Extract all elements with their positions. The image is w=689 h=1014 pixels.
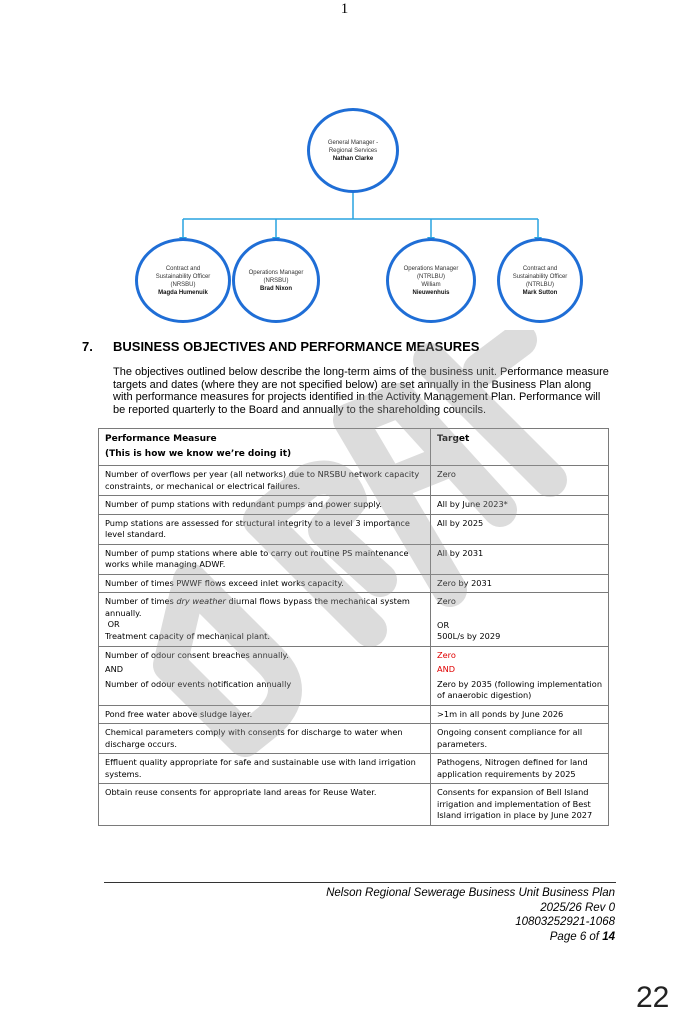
org-node-role: Operations Manager (NRSBU): [248, 269, 304, 284]
header-measure: Performance Measure: [105, 434, 217, 444]
org-node-role: Contract and Sustainability Officer (NTR…: [512, 265, 568, 288]
measure-text: Number of odour consent breaches annuall…: [105, 649, 289, 660]
org-node-contract-officer-ntrlbu: Contract and Sustainability Officer (NTR…: [497, 238, 583, 323]
footer-page-of: of: [586, 930, 603, 943]
measure-emphasis: dry weather: [176, 596, 226, 606]
performance-measures-table: Performance Measure (This is how we know…: [98, 428, 609, 826]
org-node-general-manager: General Manager - Regional Services Nath…: [307, 108, 399, 193]
org-node-role: General Manager - Regional Services: [327, 139, 379, 154]
measure-cell: Number of odour consent breaches annuall…: [98, 645, 431, 706]
target-text: Zero: [437, 596, 456, 606]
org-node-name: Nathan Clarke: [332, 155, 374, 162]
target-cell: Consents for expansion of Bell Island ir…: [430, 783, 609, 826]
org-node-name: Magda Humenuik: [158, 289, 208, 296]
header-target-cell: Target: [430, 428, 609, 466]
header-measure-sub: (This is how we know we’re doing it): [105, 449, 292, 459]
header-target: Target: [437, 434, 470, 444]
measure-cell: Number of times dry weather diurnal flow…: [98, 592, 431, 647]
measure-text: diurnal flows bypass the mechanical syst…: [105, 596, 410, 618]
table-row: Pump stations are assessed for structura…: [98, 513, 609, 545]
org-node-name: Mark Sutton: [522, 289, 558, 296]
org-node-operations-manager-nrsbu: Operations Manager (NRSBU) Brad Nixon: [232, 238, 320, 323]
target-or: OR: [437, 619, 450, 630]
measure-cell: Obtain reuse consents for appropriate la…: [98, 783, 431, 826]
target-cell: Zero: [430, 465, 609, 496]
measure-or: OR: [105, 619, 120, 629]
corner-page-fragment: 22: [636, 981, 670, 1014]
measure-cell: Number of pump stations where able to ca…: [98, 543, 431, 575]
target-cell: Zero by 2031: [430, 573, 609, 593]
target-text-red: Zero: [437, 649, 456, 660]
footer: Nelson Regional Sewerage Business Unit B…: [240, 886, 615, 944]
table-row: Effluent quality appropriate for safe an…: [98, 753, 609, 784]
table-row: Pond free water above sludge layer. >1m …: [98, 704, 609, 724]
measure-and: AND: [105, 664, 124, 674]
measure-text: Number of times: [105, 596, 177, 606]
section-title: BUSINESS OBJECTIVES AND PERFORMANCE MEAS…: [113, 339, 480, 354]
measure-cell: Effluent quality appropriate for safe an…: [98, 753, 431, 784]
header-measure-cell: Performance Measure (This is how we know…: [98, 428, 431, 466]
footer-page-prefix: Page: [549, 930, 580, 943]
footer-page-current: 6: [579, 930, 587, 943]
target-text: 500L/s by 2029: [437, 631, 501, 641]
measure-cell: Pond free water above sludge layer.: [98, 704, 431, 724]
measure-text: Treatment capacity of mechanical plant.: [105, 630, 270, 641]
table-row: Number of times dry weather diurnal flow…: [98, 592, 609, 647]
footer-page: Page 6 of 14: [240, 930, 615, 945]
footer-doc-id: 10803252921-1068: [515, 916, 615, 928]
footer-revision: 2025/26 Rev 0: [540, 901, 615, 914]
org-node-name: Nieuwenhuis: [412, 289, 450, 296]
section-number: 7.: [82, 339, 93, 354]
footer-rule: [104, 882, 616, 883]
measure-cell: Chemical parameters comply with consents…: [98, 723, 431, 754]
measure-cell: Number of pump stations with redundant p…: [98, 495, 431, 515]
target-cell: >1m in all ponds by June 2026: [430, 704, 609, 724]
measure-line: Number of times dry weather diurnal flow…: [105, 596, 424, 619]
table-row: Chemical parameters comply with consents…: [98, 723, 609, 754]
table-row: Number of odour consent breaches annuall…: [98, 645, 609, 706]
measure-cell: Number of overflows per year (all networ…: [98, 465, 431, 496]
page-number-top: 1: [340, 1, 349, 17]
measure-cell: Pump stations are assessed for structura…: [98, 513, 431, 545]
target-cell: Ongoing consent compliance for all param…: [430, 723, 609, 754]
target-cell: All by 2025: [430, 513, 609, 545]
footer-page-total: 14: [602, 930, 615, 943]
org-node-contract-officer-nrsbu: Contract and Sustainability Officer (NRS…: [135, 238, 231, 323]
measure-cell: Number of times PWWF flows exceed inlet …: [98, 573, 431, 593]
target-cell: Zero AND Zero by 2035 (following impleme…: [430, 645, 609, 706]
target-text: Zero by 2035 (following implementation o…: [437, 678, 603, 701]
org-node-name: Brad Nixon: [259, 285, 292, 292]
table-row: Number of pump stations where able to ca…: [98, 543, 609, 575]
table-row: Number of pump stations with redundant p…: [98, 495, 609, 515]
org-chart: General Manager - Regional Services Nath…: [0, 105, 689, 327]
target-cell: All by 2031: [430, 543, 609, 575]
measure-text: Number of odour events notification annu…: [105, 678, 292, 689]
org-node-role: Operations Manager (NTRLBU) William: [403, 265, 459, 288]
org-node-role: Contract and Sustainability Officer (NRS…: [155, 265, 211, 288]
section-intro: The objectives outlined below describe t…: [113, 366, 609, 416]
table-row: Number of times PWWF flows exceed inlet …: [98, 573, 609, 593]
target-cell: Zero OR 500L/s by 2029: [430, 592, 609, 647]
table-row: Obtain reuse consents for appropriate la…: [98, 783, 609, 826]
target-cell: Pathogens, Nitrogen defined for land app…: [430, 753, 609, 784]
table-header-row: Performance Measure (This is how we know…: [98, 428, 609, 466]
table-row: Number of overflows per year (all networ…: [98, 465, 609, 496]
target-cell: All by June 2023*: [430, 495, 609, 515]
footer-doc-title: Nelson Regional Sewerage Business Unit B…: [326, 887, 615, 899]
org-node-operations-manager-ntrlbu: Operations Manager (NTRLBU) William Nieu…: [386, 238, 476, 323]
target-and-red: AND: [437, 664, 456, 674]
